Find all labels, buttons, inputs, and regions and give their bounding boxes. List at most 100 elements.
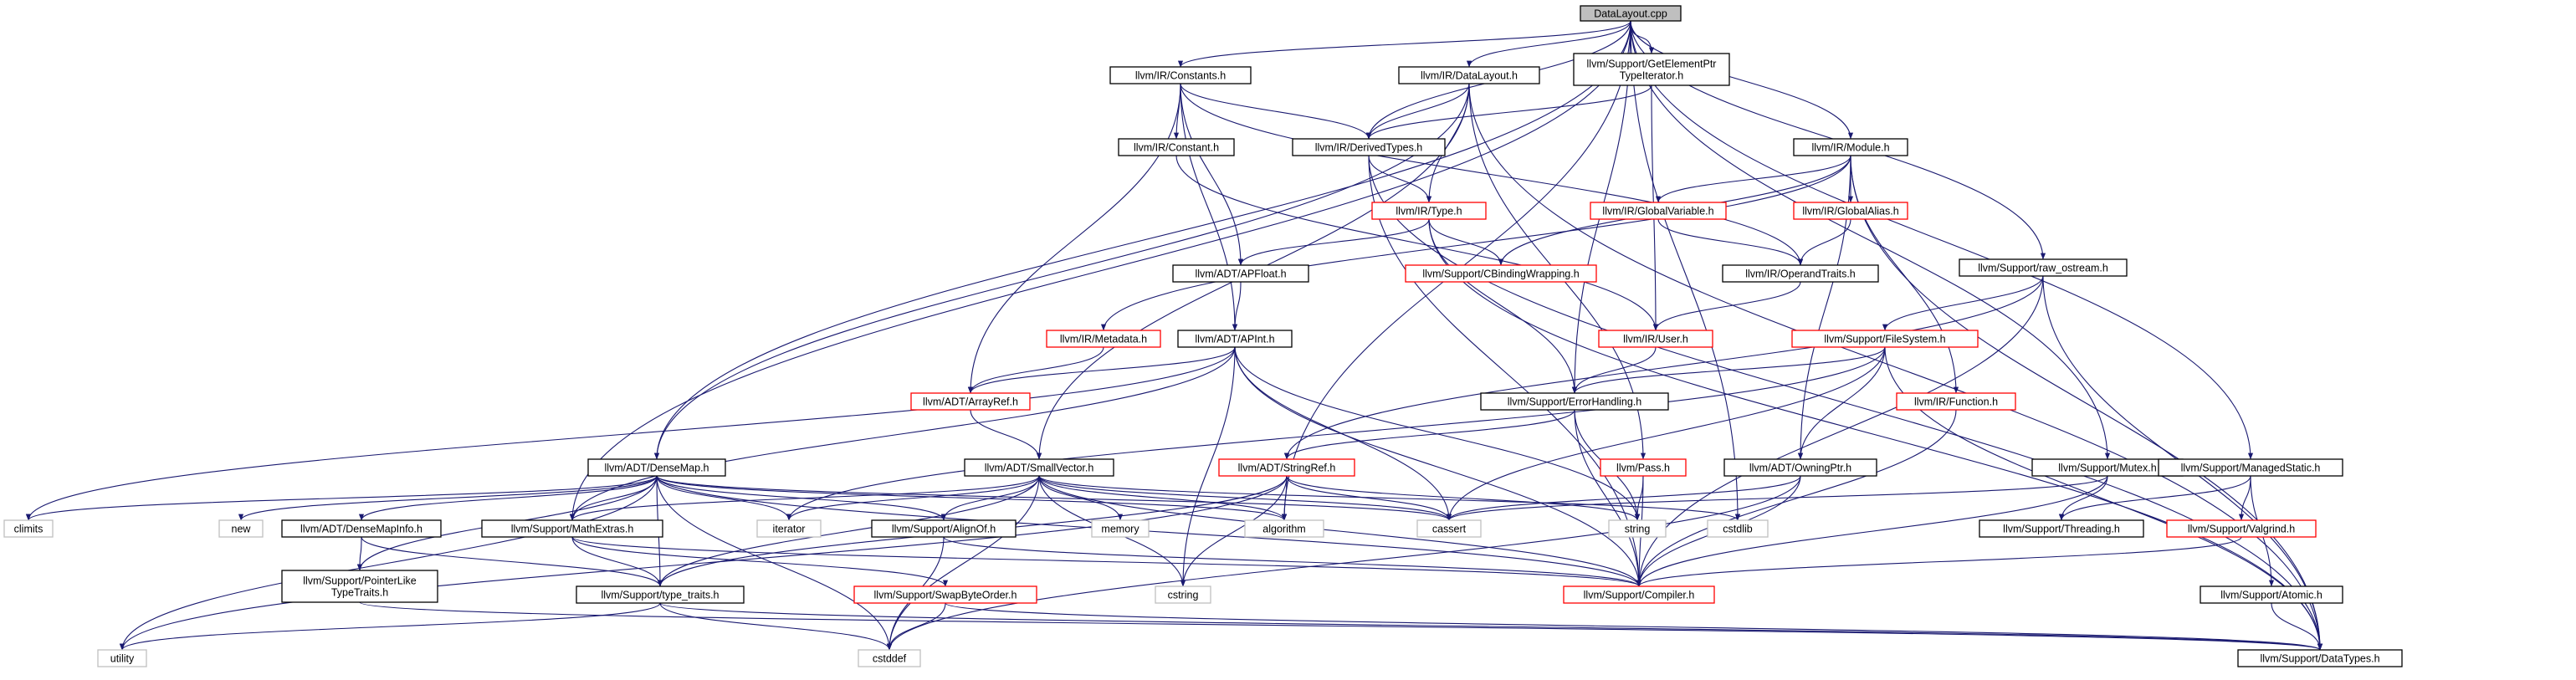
edge-datalayoutcpp-to-datalayouth — [1466, 20, 1631, 68]
edge-densemapinfo-to-pointerlike — [356, 536, 363, 571]
node-owningptr[interactable]: llvm/ADT/OwningPtr.h — [1723, 458, 1877, 477]
node-derivedtypes[interactable]: llvm/IR/DerivedTypes.h — [1292, 138, 1446, 156]
node-datalayouth[interactable]: llvm/IR/DataLayout.h — [1398, 66, 1540, 84]
node-valgrind[interactable]: llvm/Support/Valgrind.h — [2166, 519, 2317, 538]
node-box — [1416, 519, 1482, 538]
node-box — [1707, 519, 1769, 538]
node-module[interactable]: llvm/IR/Module.h — [1793, 138, 1908, 156]
node-label: llvm/Support/Valgrind.h — [2188, 524, 2295, 535]
edge-typetraits-to-utility — [120, 602, 661, 651]
node-datatypes[interactable]: llvm/Support/DataTypes.h — [2237, 649, 2403, 667]
node-filesystem[interactable]: llvm/Support/FileSystem.h — [1791, 330, 1979, 348]
edge-globalalias-to-operandtraits — [1797, 218, 1851, 266]
node-globalalias[interactable]: llvm/IR/GlobalAlias.h — [1793, 202, 1908, 220]
edge-datalayoutcpp-to-module — [1630, 20, 1854, 140]
node-mutex[interactable]: llvm/Support/Mutex.h — [2031, 458, 2184, 477]
node-label: llvm/Support/DataTypes.h — [2260, 653, 2379, 665]
node-box — [1046, 330, 1161, 348]
node-typetraits[interactable]: llvm/Support/type_traits.h — [576, 585, 745, 604]
node-label: llvm/Support/Threading.h — [2003, 524, 2120, 535]
node-metadata[interactable]: llvm/IR/Metadata.h — [1046, 330, 1161, 348]
node-type[interactable]: llvm/IR/Type.h — [1371, 202, 1487, 220]
node-user[interactable]: llvm/IR/User.h — [1598, 330, 1713, 348]
node-managedstatic[interactable]: llvm/Support/ManagedStatic.h — [2158, 458, 2343, 477]
edge-densemap-to-cassert — [656, 475, 1452, 521]
edge-stringref-to-utility — [120, 475, 1288, 651]
node-box — [1608, 519, 1667, 538]
node-operandtraits[interactable]: llvm/IR/OperandTraits.h — [1722, 264, 1879, 283]
node-densemapinfo[interactable]: llvm/ADT/DenseMapInfo.h — [281, 519, 442, 538]
node-label: llvm/IR/Constant.h — [1134, 142, 1219, 154]
node-box — [1405, 264, 1597, 283]
node-swapbyteorder[interactable]: llvm/Support/SwapByteOrder.h — [853, 585, 1037, 604]
node-globalvariable[interactable]: llvm/IR/GlobalVariable.h — [1590, 202, 1727, 220]
edge-typetraits-to-datatypes — [659, 602, 2322, 651]
edge-valgrind-to-compiler — [1636, 536, 2242, 587]
node-box — [1896, 392, 2016, 411]
node-box — [1793, 138, 1908, 156]
edge-filesystem-to-errorhandling — [1572, 346, 1886, 394]
node-apint[interactable]: llvm/ADT/APInt.h — [1177, 330, 1293, 348]
node-threading[interactable]: llvm/Support/Threading.h — [1979, 519, 2144, 538]
node-box — [1398, 66, 1540, 84]
node-box — [1722, 264, 1879, 283]
edge-rawostream-to-compiler — [1636, 275, 2044, 587]
edge-datalayoutcpp-to-mathextras — [569, 20, 1631, 521]
edge-errorhandling-to-stringref — [1284, 409, 1575, 460]
node-datalayoutcpp[interactable]: DataLayout.cpp — [1580, 5, 1682, 22]
node-stringref[interactable]: llvm/ADT/StringRef.h — [1218, 458, 1355, 477]
node-mathextras[interactable]: llvm/Support/MathExtras.h — [481, 519, 663, 538]
node-rawostream[interactable]: llvm/Support/raw_ostream.h — [1959, 258, 2128, 277]
edge-apint-to-arrayref — [967, 346, 1236, 394]
edge-globalvariable-to-operandtraits — [1657, 218, 1804, 266]
node-box — [1573, 53, 1730, 86]
edge-arrayref-to-smallvector — [970, 409, 1042, 460]
node-pass[interactable]: llvm/Pass.h — [1600, 458, 1687, 477]
node-cbinding[interactable]: llvm/Support/CBindingWrapping.h — [1405, 264, 1597, 283]
node-label: llvm/IR/DerivedTypes.h — [1315, 142, 1423, 154]
node-label: cstddef — [873, 653, 907, 665]
node-climits: climits — [3, 519, 54, 538]
node-function[interactable]: llvm/IR/Function.h — [1896, 392, 2016, 411]
node-label: cstdlib — [1723, 524, 1752, 535]
node-alignof[interactable]: llvm/Support/AlignOf.h — [871, 519, 1017, 538]
edge-datalayouth-to-derivedtypes — [1365, 83, 1470, 140]
node-constant[interactable]: llvm/IR/Constant.h — [1118, 138, 1235, 156]
edge-module-to-metadata — [1100, 155, 1851, 331]
node-densemap[interactable]: llvm/ADT/DenseMap.h — [587, 458, 726, 477]
edge-smallvector-to-iterator — [786, 475, 1040, 521]
node-constants[interactable]: llvm/IR/Constants.h — [1109, 66, 1252, 84]
node-box — [281, 519, 442, 538]
node-smallvector[interactable]: llvm/ADT/SmallVector.h — [964, 458, 1114, 477]
edge-filesystem-to-owningptr — [1797, 346, 1886, 460]
node-box — [871, 519, 1017, 538]
node-cstring: cstring — [1155, 585, 1211, 604]
node-atomic[interactable]: llvm/Support/Atomic.h — [2200, 585, 2343, 604]
edge-atomic-to-datatypes — [2271, 602, 2323, 651]
node-label: llvm/Support/PointerLike — [303, 575, 417, 587]
edge-gepti-to-derivedtypes — [1366, 84, 1652, 140]
edge-errorhandling-to-compiler — [1574, 409, 1642, 587]
node-label: llvm/IR/Type.h — [1396, 206, 1462, 217]
edge-rawostream-to-stringref — [1283, 275, 2044, 460]
node-utility: utility — [97, 649, 147, 667]
node-arrayref[interactable]: llvm/ADT/ArrayRef.h — [910, 392, 1031, 411]
edge-layer — [26, 20, 2323, 651]
edge-mutex-to-compiler — [1636, 475, 2108, 587]
node-compiler[interactable]: llvm/Support/Compiler.h — [1563, 585, 1715, 604]
edge-smallvector-to-cstddef — [886, 475, 1040, 651]
node-label: llvm/Support/GetElementPtr — [1587, 59, 1717, 70]
edge-densemap-to-densemapinfo — [359, 475, 658, 521]
node-label: llvm/IR/User.h — [1623, 334, 1688, 345]
edge-constant-to-user — [1175, 155, 1659, 331]
node-box — [1109, 66, 1252, 84]
edge-datalayouth-to-datatypes — [1468, 83, 2323, 651]
node-box — [1600, 458, 1687, 477]
node-label: llvm/IR/Constants.h — [1135, 70, 1226, 82]
edge-densemap-to-climits — [26, 475, 658, 521]
node-algorithm: algorithm — [1244, 519, 1324, 538]
node-apfloat[interactable]: llvm/ADT/APFloat.h — [1172, 264, 1309, 283]
node-errorhandling[interactable]: llvm/Support/ErrorHandling.h — [1480, 392, 1669, 411]
